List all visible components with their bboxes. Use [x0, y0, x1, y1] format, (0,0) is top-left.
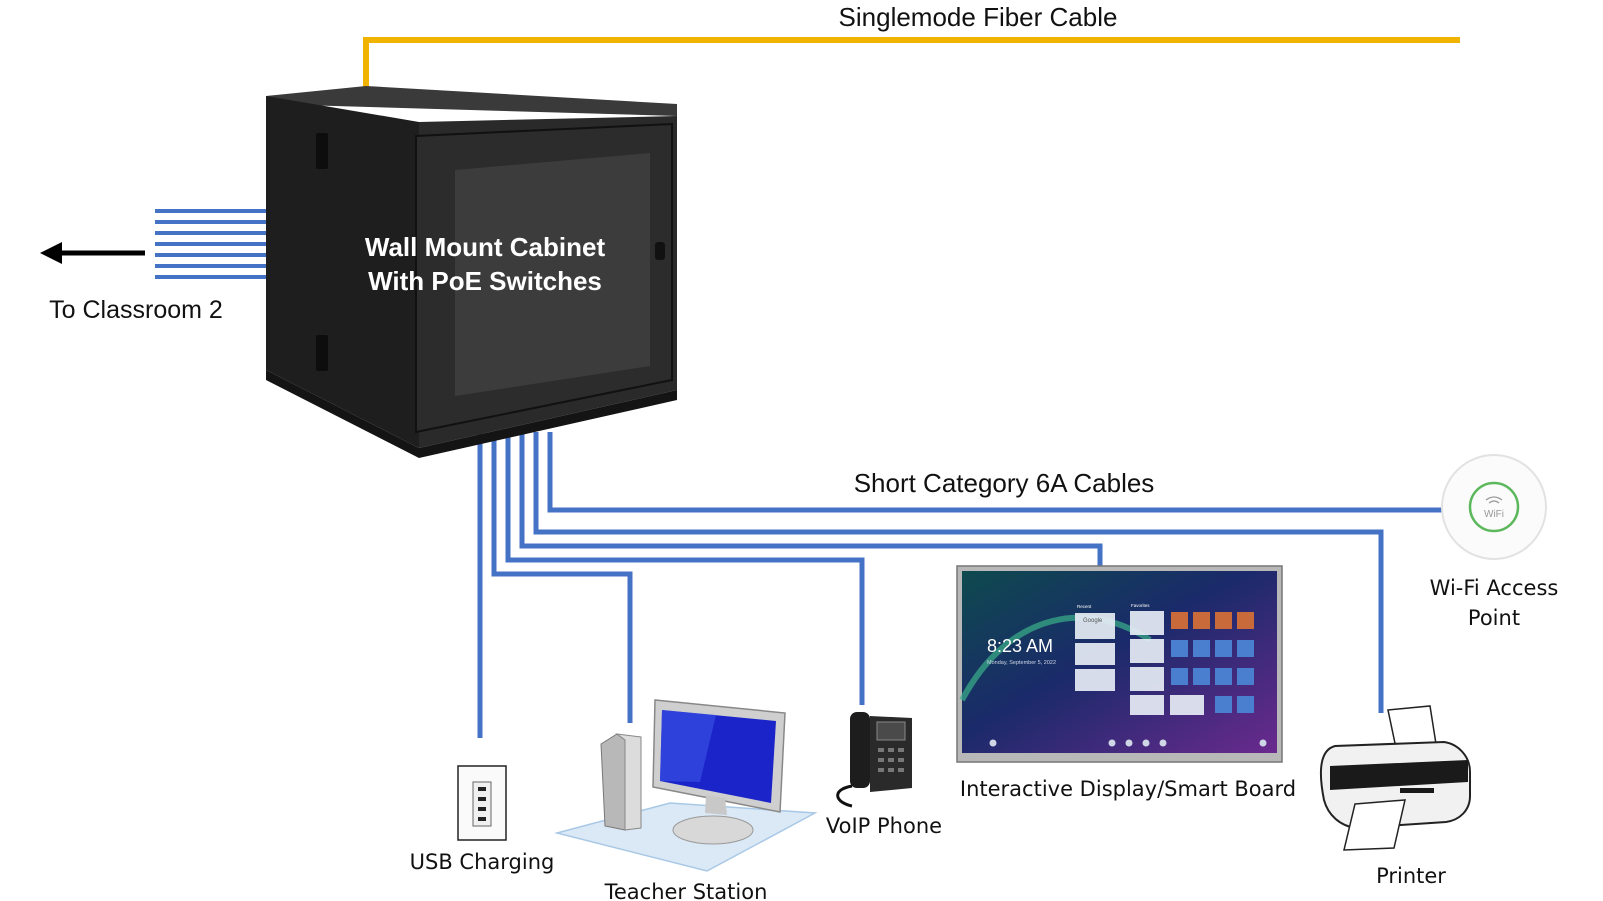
- wifi-access-point: WiFi: [1441, 454, 1547, 560]
- usb-charging-plate: [457, 765, 507, 841]
- left-arrow-icon: [40, 242, 145, 264]
- label-voip: VoIP Phone: [826, 814, 942, 838]
- label-wifi-line2: Point: [1468, 606, 1520, 630]
- cat6a-cables: [477, 432, 1443, 738]
- cable-printer: [533, 432, 1384, 713]
- classroom-cable-bundle: [155, 209, 268, 279]
- display-date: Monday, September 5, 2022: [987, 660, 1056, 666]
- wall-mount-cabinet: [266, 86, 677, 458]
- voip-phone: [836, 712, 912, 808]
- cable-voip: [505, 432, 865, 705]
- label-classroom: To Classroom 2: [49, 296, 223, 324]
- label-display: Interactive Display/Smart Board: [960, 777, 1296, 801]
- label-cat6a: Short Category 6A Cables: [854, 468, 1155, 498]
- interactive-display: 8:23 AM Monday, September 5, 2022 Recent…: [956, 565, 1283, 763]
- printer: [1319, 705, 1471, 851]
- label-usb: USB Charging: [410, 850, 555, 874]
- wifi-badge-text: WiFi: [1484, 509, 1504, 520]
- label-wifi-line1: Wi-Fi Access: [1430, 576, 1559, 600]
- fiber-cable: [363, 37, 1460, 96]
- wifi-signal-icon: [1485, 496, 1503, 504]
- display-recent-heading: Recent: [1077, 604, 1092, 609]
- cable-display: [519, 432, 1103, 567]
- display-time: 8:23 AM: [987, 636, 1053, 656]
- label-fiber: Singlemode Fiber Cable: [839, 2, 1118, 32]
- cable-teacher: [491, 432, 633, 723]
- display-google-tile: Google: [1083, 618, 1103, 624]
- display-favorites-heading: Favorites: [1131, 603, 1150, 608]
- cabinet-title-line1: Wall Mount Cabinet: [365, 232, 606, 262]
- label-printer: Printer: [1376, 864, 1446, 888]
- cable-wifi: [547, 432, 1443, 513]
- teacher-station: [554, 699, 818, 872]
- label-teacher: Teacher Station: [604, 880, 768, 901]
- cabinet-title-line2: With PoE Switches: [368, 266, 602, 296]
